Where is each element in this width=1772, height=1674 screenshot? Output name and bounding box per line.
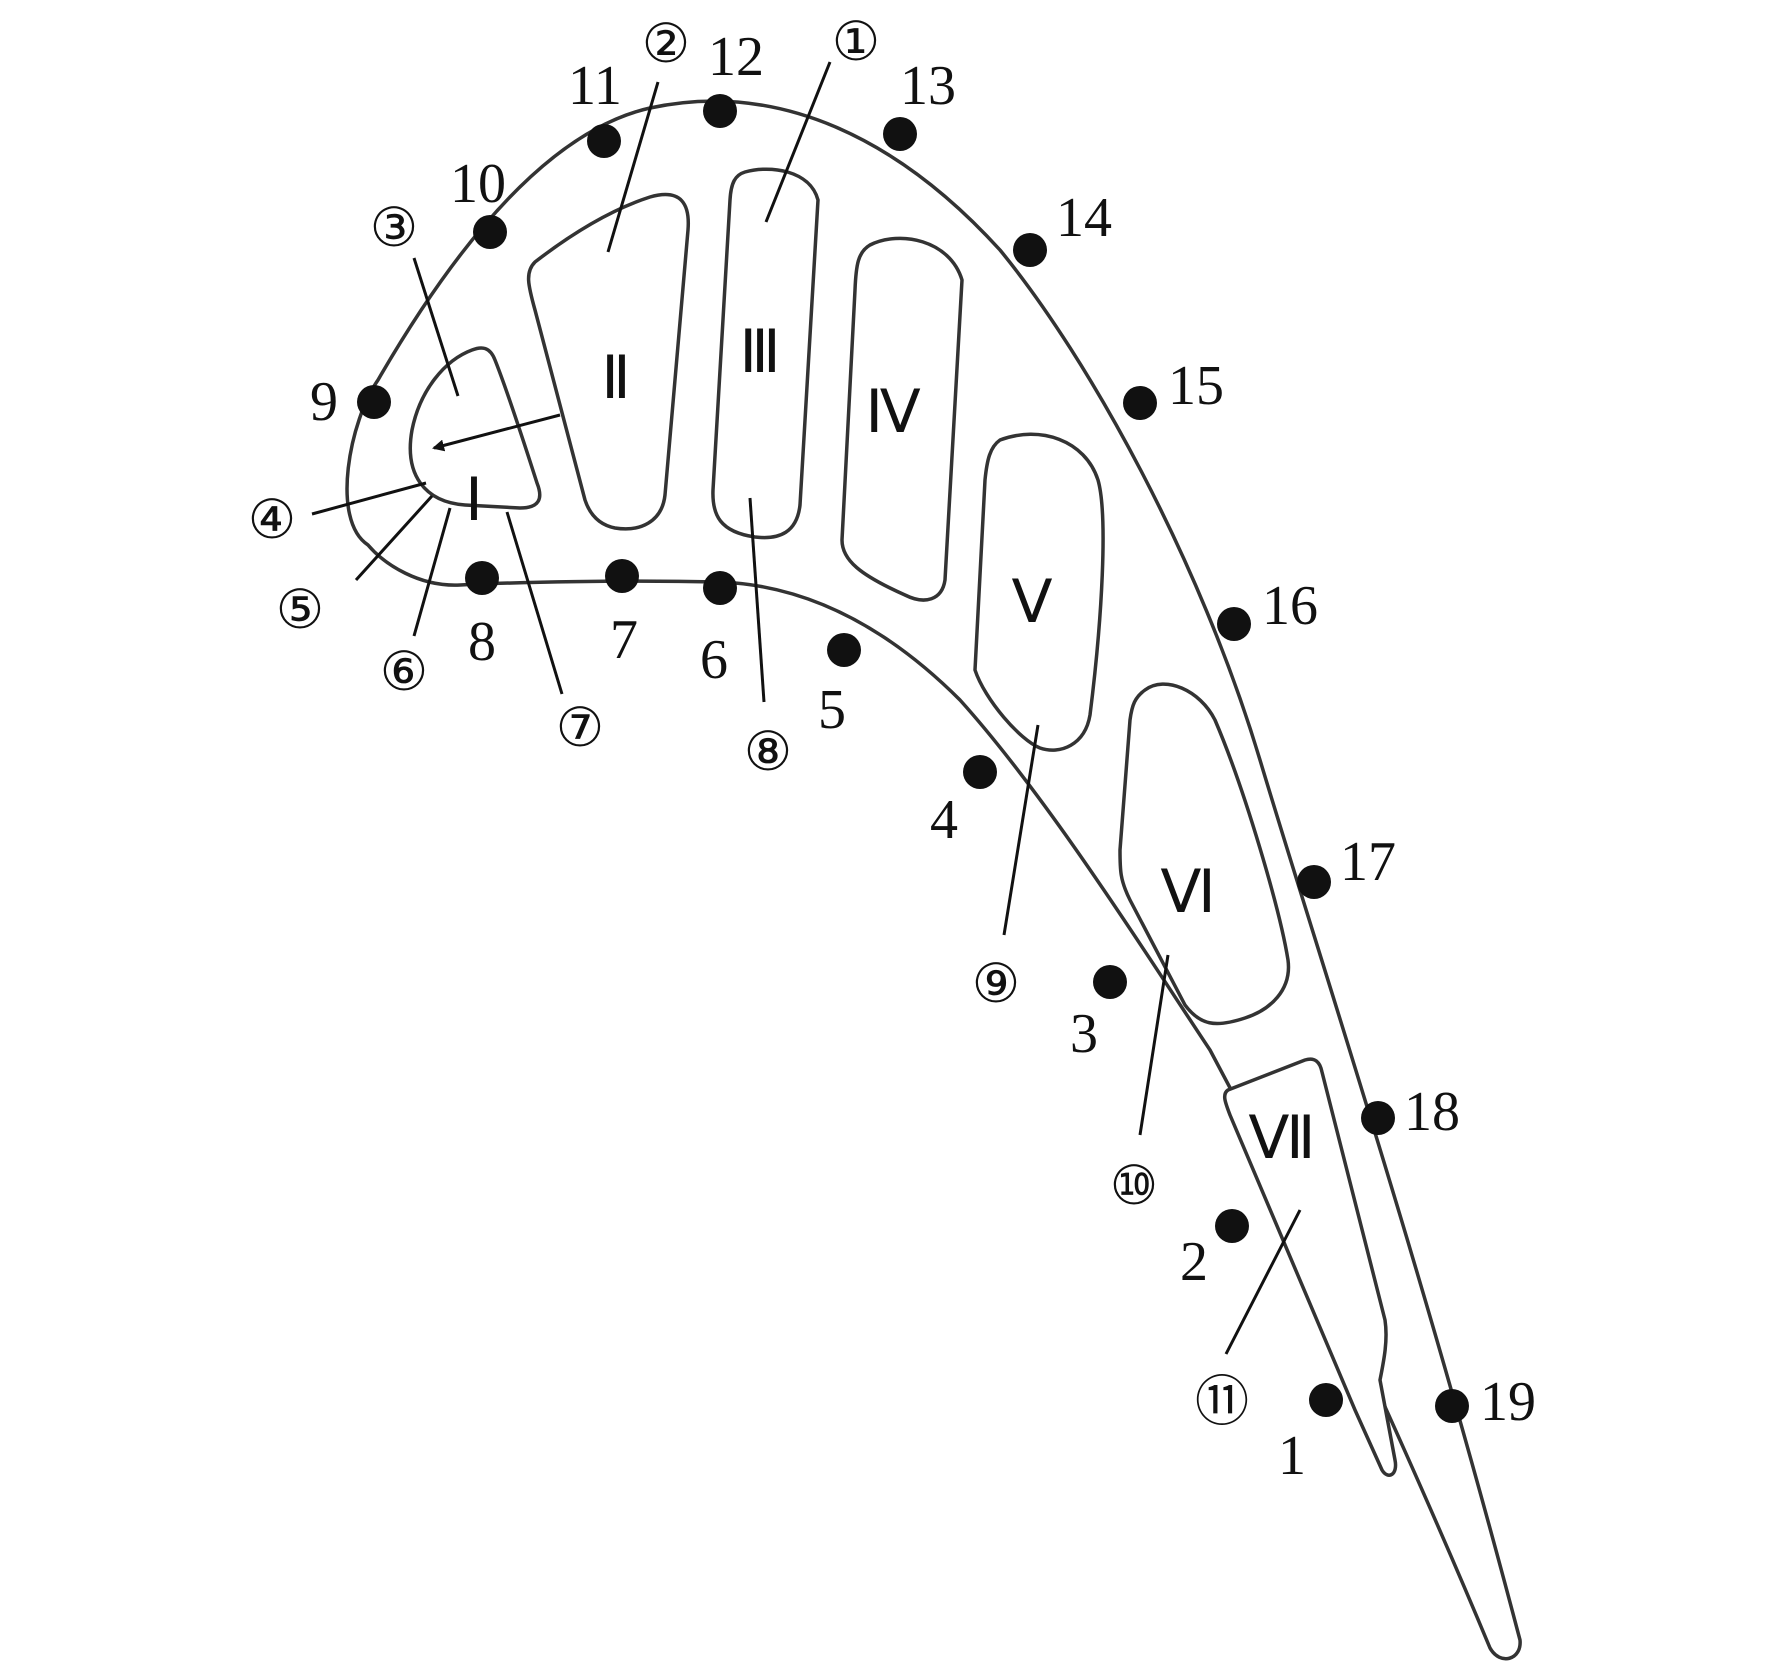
blade-outline (345, 99, 1522, 1661)
point-label-5: 5 (818, 679, 846, 741)
callout-7: ⑦ (556, 696, 604, 759)
cavity-label-VII: Ⅶ (1248, 1105, 1315, 1171)
point-dot-7 (605, 559, 639, 593)
point-dot-13 (883, 117, 917, 151)
callout-9: ⑨ (972, 952, 1020, 1015)
point-label-10: 10 (450, 153, 506, 215)
leader-1 (764, 61, 832, 223)
point-label-4: 4 (930, 789, 958, 851)
leader-8 (748, 497, 766, 703)
flow-arrow (432, 413, 561, 452)
leader-7 (505, 511, 564, 695)
callout-5: ⑤ (276, 578, 324, 641)
point-dot-12 (703, 94, 737, 128)
leader-2 (606, 81, 660, 253)
callout-3: ③ (370, 196, 418, 259)
point-label-17: 17 (1340, 831, 1396, 893)
point-label-11: 11 (568, 55, 622, 117)
callout-6: ⑥ (380, 640, 428, 703)
callout-2: ② (642, 12, 690, 75)
cavity-VII (1222, 1057, 1398, 1477)
leader-6 (412, 507, 452, 637)
point-label-13: 13 (900, 55, 956, 117)
point-dot-8 (465, 561, 499, 595)
point-label-6: 6 (700, 629, 728, 691)
callout-4: ④ (248, 488, 296, 551)
point-dot-14 (1013, 233, 1047, 267)
point-dot-10 (473, 215, 507, 249)
leader-11 (1224, 1209, 1302, 1355)
cavity-I (408, 346, 542, 510)
point-label-14: 14 (1056, 187, 1112, 249)
cavity-VI (1118, 682, 1291, 1026)
leader-4 (311, 481, 427, 516)
point-dot-16 (1217, 607, 1251, 641)
point-label-18: 18 (1404, 1081, 1460, 1143)
callout-11: ⑪ (1195, 1370, 1249, 1433)
point-dot-19 (1435, 1389, 1469, 1423)
cavity-label-I: Ⅰ (465, 467, 483, 533)
point-dot-17 (1297, 865, 1331, 899)
leader-3 (412, 257, 460, 397)
point-label-1: 1 (1278, 1425, 1306, 1487)
point-dot-1 (1309, 1383, 1343, 1417)
point-label-16: 16 (1262, 575, 1318, 637)
leader-9 (1002, 724, 1040, 936)
cavity-label-VI: Ⅵ (1160, 859, 1215, 925)
point-dot-2 (1215, 1209, 1249, 1243)
point-dot-18 (1361, 1101, 1395, 1135)
cavity-II (526, 192, 691, 531)
point-label-2: 2 (1180, 1231, 1208, 1293)
leader-5 (354, 494, 434, 582)
cavity-IV (840, 236, 964, 602)
point-dot-5 (827, 633, 861, 667)
callout-8: ⑧ (744, 720, 792, 783)
cavity-label-IV: Ⅳ (865, 379, 920, 445)
point-dot-15 (1123, 386, 1157, 420)
point-dot-9 (357, 385, 391, 419)
point-label-19: 19 (1480, 1371, 1536, 1433)
point-label-9: 9 (310, 371, 338, 433)
callout-1: ① (832, 10, 880, 73)
point-label-8: 8 (468, 611, 496, 673)
point-dot-6 (703, 571, 737, 605)
point-label-12: 12 (708, 26, 764, 88)
point-dot-3 (1093, 965, 1127, 999)
leader-10 (1138, 954, 1170, 1136)
cavity-label-II: Ⅱ (601, 345, 631, 411)
point-label-7: 7 (610, 609, 638, 671)
point-label-3: 3 (1070, 1003, 1098, 1065)
point-label-15: 15 (1168, 355, 1224, 417)
cavity-label-III: Ⅲ (739, 319, 780, 385)
callout-10: ⑩ (1110, 1154, 1158, 1217)
cavity-III (711, 167, 820, 540)
point-dot-4 (963, 755, 997, 789)
point-dot-11 (587, 124, 621, 158)
cavity-label-V: Ⅴ (1011, 569, 1052, 635)
cavity-V (973, 432, 1105, 752)
